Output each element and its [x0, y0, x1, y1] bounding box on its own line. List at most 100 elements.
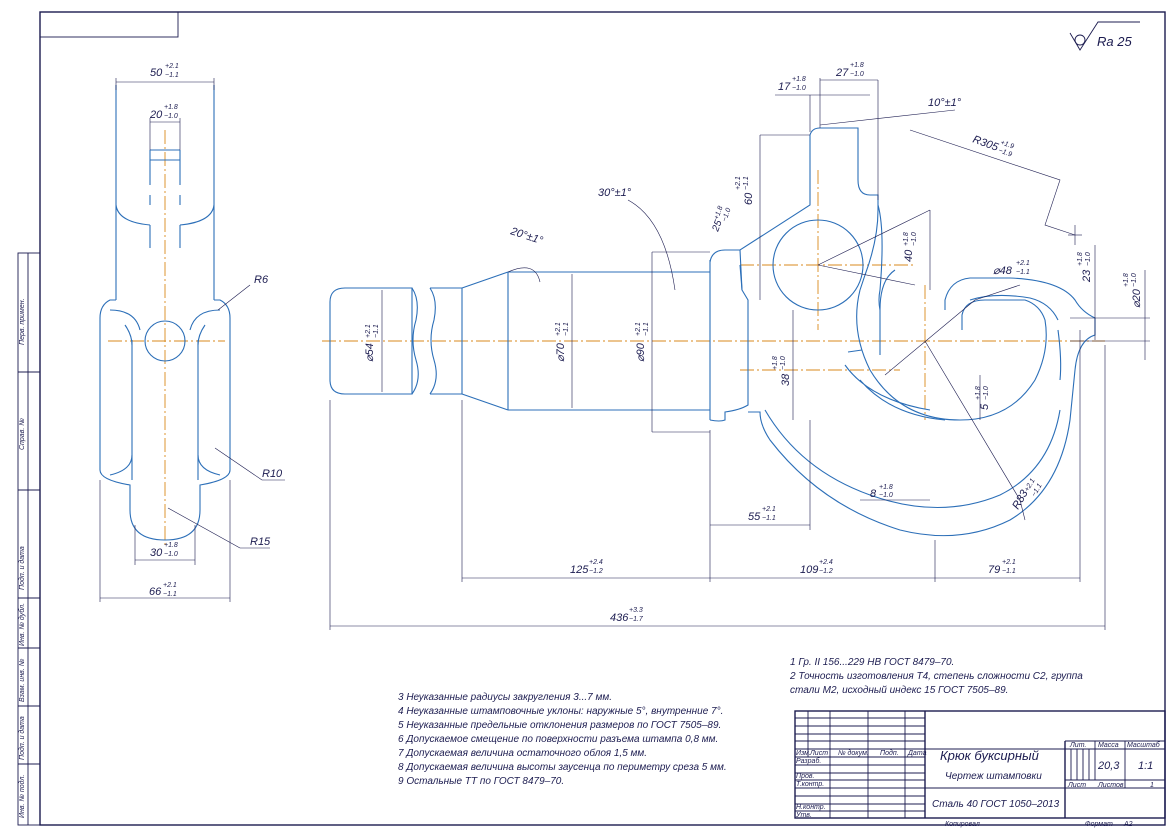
dim-40-tol-up: +1.8 [903, 232, 910, 246]
dim-8: 8 [870, 488, 877, 500]
top-left-stamp-box [39, 11, 179, 38]
title-block: Изм. Лист № докум. Подп. Дата Разраб. Пр… [794, 710, 1166, 828]
dim-66-tol-dn: −1.1 [163, 591, 177, 598]
technical-requirements: 1 Гр. II 156...229 НВ ГОСТ 8479–70. 2 То… [398, 657, 1083, 787]
tb-col-doc: № докум. [838, 749, 869, 757]
dim-60-tol-up: +2.1 [735, 176, 742, 190]
dim-d48-tol-dn: −1.1 [1016, 269, 1030, 276]
note-line: 3 Неуказанные радиусы закругления 3...7 … [398, 692, 612, 703]
dim-angle-30: 30°±1° [598, 187, 632, 199]
tb-row-prov: Пров. [796, 773, 815, 780]
tb-row-nkontr: Н.контр. [796, 804, 826, 811]
dim-d54-tol-dn: −1.1 [373, 324, 380, 338]
tb-format-val: А2 [1123, 821, 1133, 828]
dim-38-tol-up: +1.8 [772, 356, 779, 370]
dim-d70-tol-up: +2.1 [555, 322, 562, 336]
stamp-podp-data-1: Подп. и дата [18, 546, 26, 590]
dim-50: 50 [150, 67, 163, 79]
note-line: 5 Неуказанные предельные отклонения разм… [398, 720, 721, 731]
drawing-frame [39, 11, 1166, 826]
dim-23-tol-up: +1.8 [1077, 252, 1084, 266]
stamp-vzam-inv: Взам. инв. № [19, 658, 26, 702]
dim-25-tol-dn: −1.0 [721, 207, 732, 222]
dim-23: 23 [1081, 269, 1093, 283]
dim-17-tol-dn: −1.0 [792, 85, 806, 92]
dim-r15: R15 [250, 536, 271, 548]
tb-hdr-mass: Масса [1098, 742, 1119, 749]
side-stamp-strip: Перв. примен. Справ. № Подп. и дата Инв.… [17, 252, 41, 826]
dim-27: 27 [835, 67, 849, 79]
dim-38-tol-dn: −1.0 [780, 356, 787, 370]
dim-d20-tol-dn: −1.0 [1131, 273, 1138, 287]
dim-109: 109 [800, 564, 818, 576]
dim-55: 55 [748, 511, 761, 523]
stamp-sprav: Справ. № [19, 418, 26, 450]
dim-5: 5 [979, 403, 991, 410]
dim-20: 20 [149, 109, 163, 121]
dim-79: 79 [988, 564, 1000, 576]
tb-row-razrab: Разраб. [796, 757, 821, 765]
stamp-inv-dubl: Инв. № дубл. [18, 603, 26, 646]
dim-60-tol-dn: −1.1 [743, 176, 750, 190]
dim-8-tol-dn: −1.0 [879, 492, 893, 499]
dim-55-tol-dn: −1.1 [762, 515, 776, 522]
roughness-mark: Ra 25 [1069, 21, 1140, 51]
dim-50-tol-dn: −1.1 [165, 72, 179, 79]
dim-r6: R6 [254, 274, 269, 286]
dim-109-tol-dn: −1.2 [819, 568, 833, 575]
dim-d20: ⌀20 [1131, 288, 1143, 308]
tb-title: Крюк буксирный [940, 748, 1039, 763]
dim-17-tol-up: +1.8 [792, 76, 806, 83]
dim-40-tol-dn: −1.0 [911, 232, 918, 246]
tb-hdr-lit: Лит. [1069, 742, 1086, 749]
note-line: 8 Допускаемая величина высоты заусенца п… [398, 762, 727, 773]
dim-30-tol-up: +1.8 [164, 542, 178, 549]
dim-d54: ⌀54 [364, 343, 376, 362]
dim-436-tol-up: +3.3 [629, 607, 643, 614]
stamp-inv-podl: Инв. № подл. [18, 775, 26, 818]
tb-row-utv: Утв. [795, 812, 812, 819]
dim-5-tol-up: +1.8 [975, 386, 982, 400]
roughness-label: Ra 25 [1097, 34, 1132, 49]
tb-material: Сталь 40 ГОСТ 1050–2013 [932, 799, 1060, 810]
dim-79-tol-up: +2.1 [1002, 559, 1016, 566]
dim-r305-tol-up: +1.9 [999, 139, 1014, 150]
note-line: стали М2, исходный индекс 15 ГОСТ 7505–8… [790, 685, 1008, 696]
dim-angle-10: 10°±1° [928, 97, 962, 109]
dim-20-tol-up: +1.8 [164, 104, 178, 111]
dim-60: 60 [743, 192, 755, 205]
dim-66: 66 [149, 586, 162, 598]
tb-col-date: Дата [907, 750, 927, 757]
tb-format: Формат [1085, 821, 1113, 828]
dim-d54-tol-up: +2.1 [365, 324, 372, 338]
tb-scale: 1:1 [1138, 760, 1153, 772]
dim-d90-tol-dn: −1.1 [643, 322, 650, 336]
dim-r10: R10 [262, 468, 283, 480]
dim-27-tol-dn: −1.0 [850, 71, 864, 78]
dim-125-tol-dn: −1.2 [589, 568, 603, 575]
tb-hdr-scale: Масштаб [1127, 741, 1161, 749]
dim-27-tol-up: +1.8 [850, 62, 864, 69]
dim-55-tol-up: +2.1 [762, 506, 776, 513]
main-view: ⌀54 +2.1 −1.1 ⌀70 +2.1 −1.1 ⌀90 +2.1 −1.… [322, 62, 1150, 630]
dim-d70: ⌀70 [555, 342, 567, 362]
tb-row-tkontr: Т.контр. [796, 781, 824, 788]
note-line: 9 Остальные ТТ по ГОСТ 8479–70. [398, 776, 564, 787]
note-line: 1 Гр. II 156...229 НВ ГОСТ 8479–70. [790, 657, 954, 668]
tb-sheets: Листов [1097, 782, 1124, 789]
dim-20-tol-dn: −1.0 [164, 113, 178, 120]
dim-66-tol-up: +2.1 [163, 582, 177, 589]
dim-30: 30 [150, 547, 163, 559]
dim-d20-tol-up: +1.8 [1123, 273, 1130, 287]
dim-d48: ⌀48 [993, 265, 1013, 277]
dim-30-tol-dn: −1.0 [164, 551, 178, 558]
side-view: 50 +2.1 −1.1 20 +1.8 −1.0 R6 R10 R15 30 … [99, 63, 285, 602]
dim-d70-tol-dn: −1.1 [563, 322, 570, 336]
tb-sheet: Лист [1067, 782, 1086, 789]
note-line: 7 Допускаемая величина остаточного облоя… [398, 747, 647, 759]
dim-40: 40 [903, 249, 915, 262]
note-line: 2 Точность изготовления Т4, степень слож… [789, 671, 1083, 682]
dim-436-tol-dn: −1.7 [629, 616, 644, 623]
note-line: 6 Допускаемое смещение по поверхности ра… [398, 734, 718, 745]
dim-d48-tol-up: +2.1 [1016, 260, 1030, 267]
